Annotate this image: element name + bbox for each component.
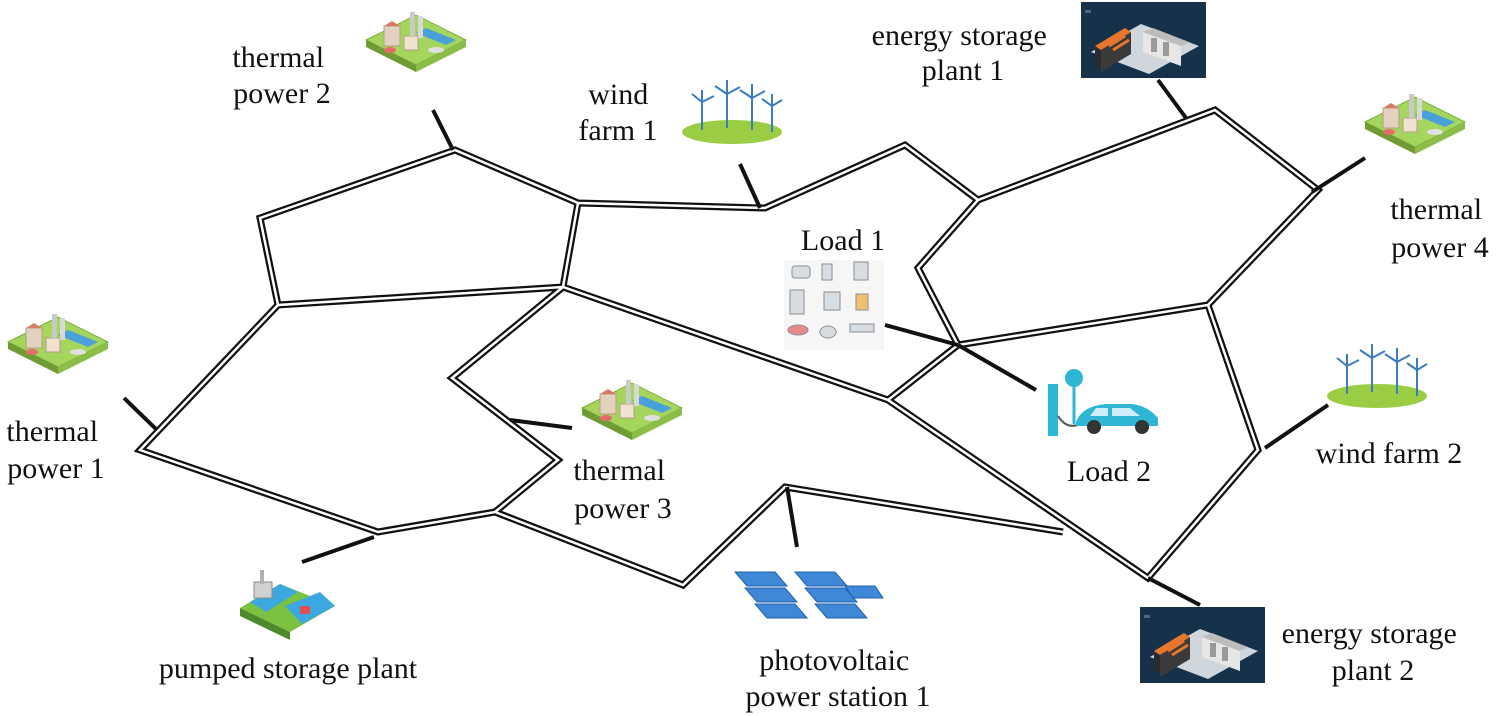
- electric-vehicle-charging-icon: [1046, 367, 1160, 438]
- tie-line-energy-storage-1: [1156, 78, 1188, 120]
- tie-line-load-2: [957, 343, 1037, 392]
- label-line: thermal: [1390, 193, 1482, 226]
- photovoltaic-label: photovoltaic power station 1: [746, 644, 931, 713]
- thermal-power-2-label: thermal power 2: [232, 41, 331, 110]
- tie-line-energy-storage-2: [1147, 576, 1201, 607]
- pumped-storage-label: pumped storage plant: [159, 652, 418, 685]
- tie-line-wind-farm-2: [1263, 403, 1330, 450]
- thermal-power-plant-icon: [7, 313, 109, 375]
- energy-storage-2-label: energy storage plant 2: [1282, 617, 1465, 687]
- transmission-network: [133, 106, 1324, 590]
- thermal-power-plant-icon: [581, 379, 683, 441]
- solar-panel-icon: [734, 571, 884, 619]
- thermal-power-plant-icon: [365, 11, 467, 73]
- load-1-label: Load 1: [801, 224, 885, 257]
- tie-line-thermal-power-1: [122, 396, 159, 432]
- label-line: plant 2: [1332, 654, 1415, 687]
- tie-line-pumped-storage: [301, 535, 375, 564]
- connection-lines: [122, 78, 1367, 607]
- tie-line-thermal-power-2: [431, 109, 455, 151]
- label-line: wind: [588, 78, 648, 111]
- label-line: photovoltaic: [759, 644, 909, 677]
- thermal-power-1-label: thermal power 1: [6, 415, 105, 485]
- transmission-line: [255, 106, 1324, 404]
- label-line: energy storage: [872, 19, 1047, 52]
- energy-storage-icon: [1138, 605, 1267, 685]
- label-line: power 1: [7, 452, 104, 485]
- thermal-power-3-label: thermal power 3: [573, 454, 672, 525]
- tie-line-photovoltaic-1: [785, 486, 799, 548]
- tie-line-wind-farm-1: [738, 163, 762, 209]
- transmission-line: [886, 303, 1262, 583]
- energy-storage-icon: [1079, 0, 1208, 80]
- load-2-label: Load 2: [1067, 455, 1151, 488]
- label-line: power station 1: [746, 680, 931, 713]
- label-line: thermal: [232, 41, 324, 74]
- tie-line-thermal-power-4: [1310, 156, 1367, 194]
- label-line: power 2: [233, 77, 330, 110]
- label-line: energy storage: [1282, 617, 1457, 650]
- thermal-power-4-label: thermal power 4: [1390, 193, 1489, 264]
- wind-turbine-icon: [681, 79, 783, 145]
- tie-line-thermal-power-3: [509, 418, 573, 430]
- transmission-line: [446, 284, 566, 515]
- energy-storage-1-label: energy storage plant 1: [872, 19, 1055, 87]
- label-line: power 3: [574, 492, 671, 525]
- wind-farm-2-label: wind farm 2: [1316, 437, 1463, 470]
- thermal-power-plant-icon: [1364, 93, 1466, 155]
- wind-turbine-icon: [1326, 343, 1428, 409]
- pumped-storage-icon: [239, 569, 336, 641]
- label-line: farm 1: [578, 114, 657, 147]
- wind-farm-1-label: wind farm 1: [578, 78, 657, 147]
- label-line: thermal: [6, 415, 98, 448]
- label-line: power 4: [1391, 231, 1488, 264]
- label-line: thermal: [573, 454, 665, 487]
- label-line: plant 1: [922, 54, 1005, 87]
- household-appliances-icon: [783, 259, 885, 351]
- tie-line-load-1: [884, 323, 959, 347]
- transmission-line: [133, 302, 1064, 590]
